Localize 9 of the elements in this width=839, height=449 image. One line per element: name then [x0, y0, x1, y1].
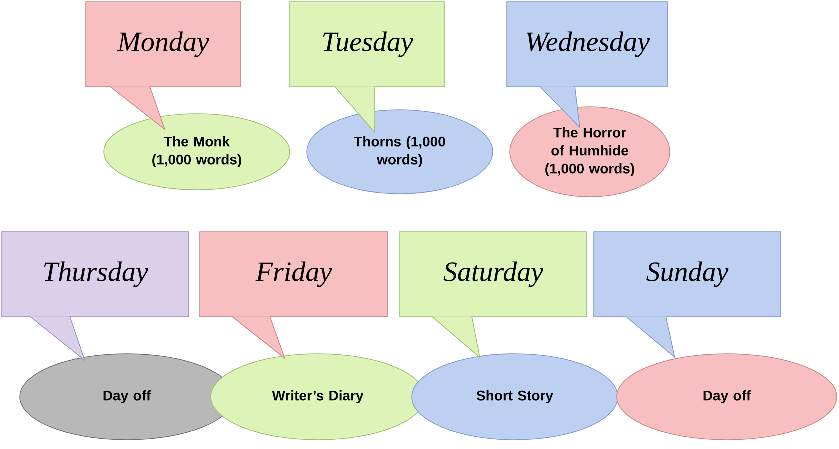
callout-tail: [110, 86, 166, 131]
callout-tail: [232, 316, 286, 360]
speech-callout: Tuesday: [290, 2, 446, 88]
callout-tail: [334, 86, 376, 134]
callout-tail: [30, 316, 86, 362]
speech-callout: Wednesday: [506, 2, 668, 88]
callout-tail: [626, 316, 676, 359]
callout-tail: [432, 316, 481, 359]
callout-tail: [540, 86, 581, 129]
